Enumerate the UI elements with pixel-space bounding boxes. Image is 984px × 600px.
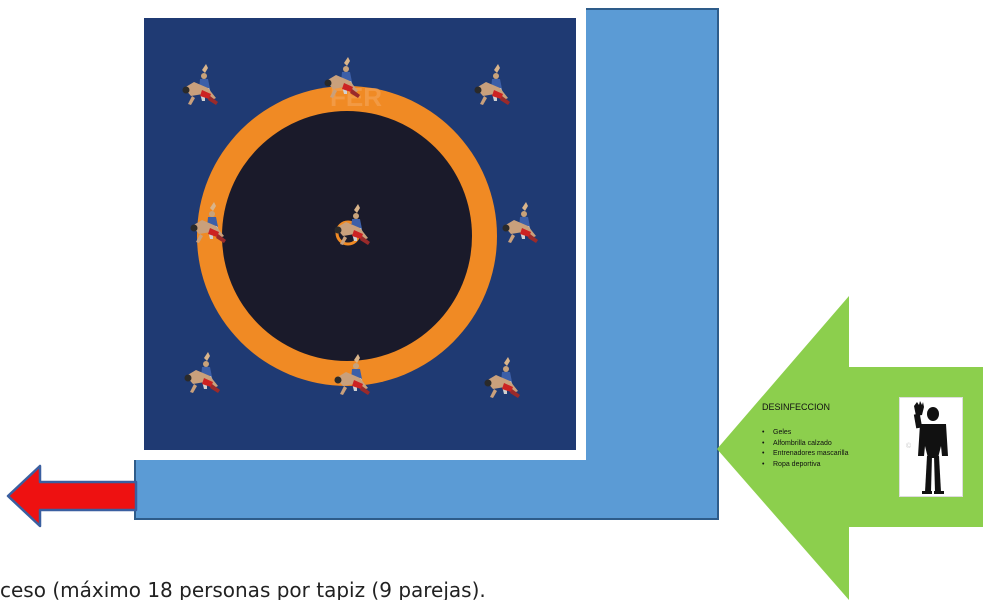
disinfection-item-gels: Geles (762, 428, 848, 439)
left-arrow-icon (6, 464, 138, 528)
stop-hand-person-icon: © (899, 397, 963, 497)
disinfection-item-sportswear: Ropa deportiva (762, 460, 848, 471)
svg-text:©: © (906, 442, 912, 450)
wrestling-mat-drawing: FER (144, 18, 576, 450)
disinfection-title: DESINFECCION (762, 402, 831, 412)
disinfection-list: Geles Alfombrilla calzado Entrenadores m… (762, 428, 848, 470)
disinfection-item-coach-masks: Entrenadores mascarilla (762, 449, 848, 460)
capacity-caption: ceso (máximo 18 personas por tapiz (9 pa… (0, 578, 486, 600)
disinfection-item-shoe-mat: Alfombrilla calzado (762, 439, 848, 450)
wrestling-mat: FER (134, 8, 586, 460)
entry-arrow-icon (717, 296, 983, 600)
